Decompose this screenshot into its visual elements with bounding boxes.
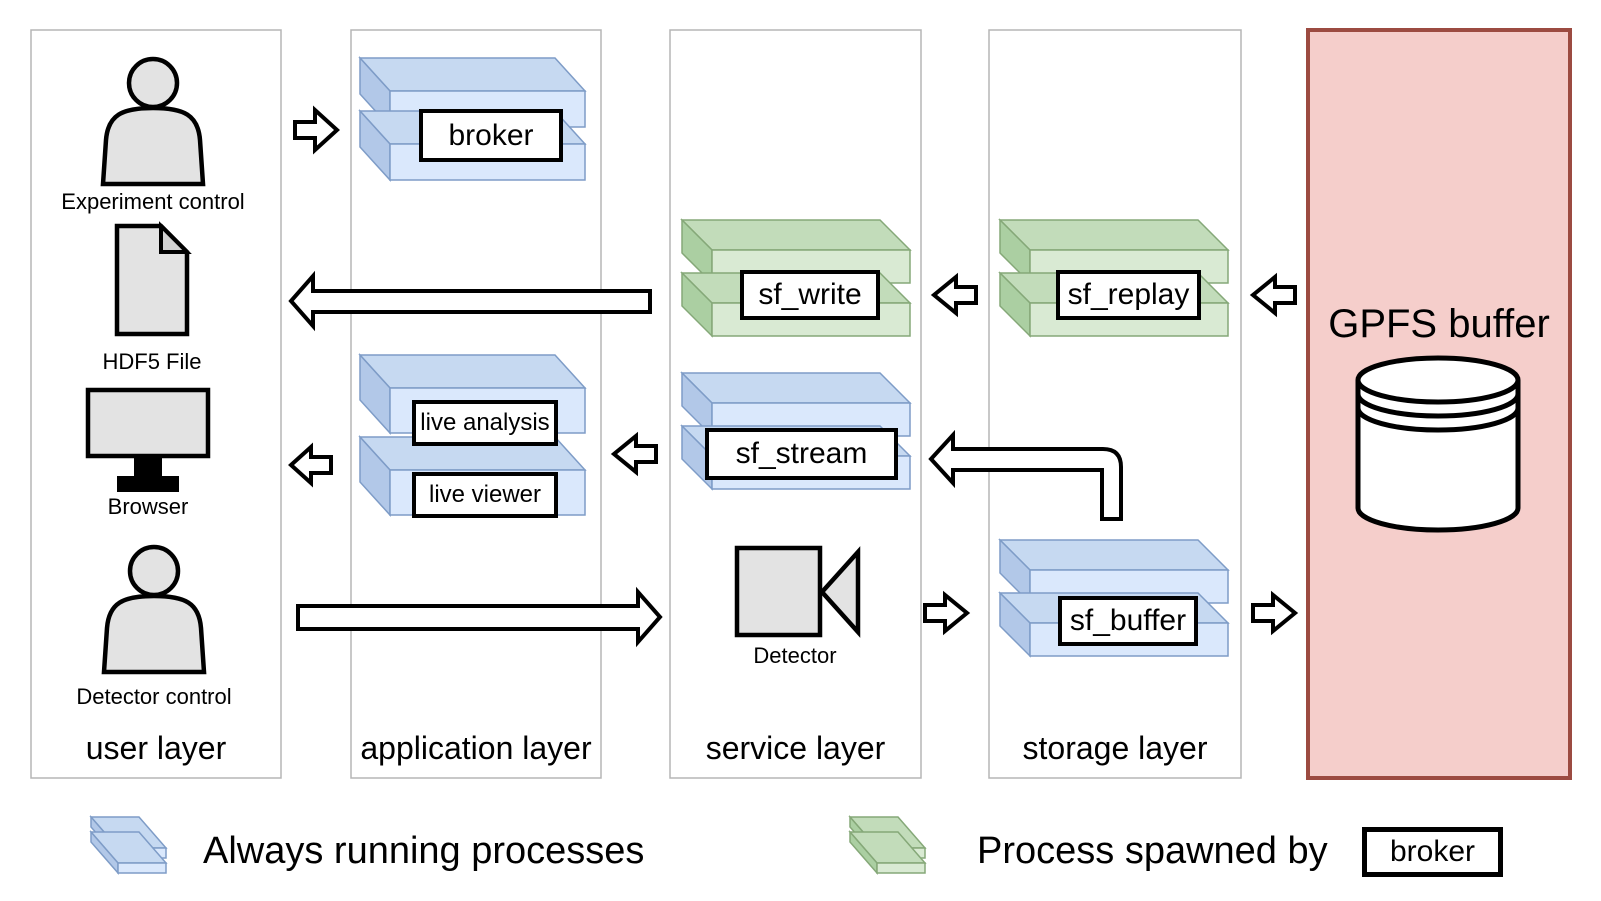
application-layer-title: application layer (360, 730, 592, 766)
arrow-live-to-browser (288, 442, 333, 488)
legend-process-spawned-label: Process spawned by (977, 830, 1328, 872)
arrow-gpfs-to-sfreplay (1249, 272, 1297, 318)
gpfs-database-cylinder-icon (1355, 355, 1521, 533)
sf-stream-node-label: sf_stream (705, 428, 898, 480)
hdf5-file-label: HDF5 File (102, 349, 202, 374)
user-layer-title: user layer (85, 730, 227, 766)
hdf5-file-icon (114, 221, 192, 337)
detector-camera-icon (734, 545, 861, 638)
arrow-sfstream-to-live (610, 431, 658, 477)
arrow-detectorcontrol-to-detector (296, 586, 663, 648)
browser-label: Browser (107, 494, 189, 519)
live-analysis-node-label: live analysis (412, 400, 558, 446)
legend-blue-stack-icon (89, 814, 168, 876)
sf-write-node-label: sf_write (740, 270, 880, 320)
sf-buffer-node-label: sf_buffer (1058, 596, 1198, 646)
user-layer-column (30, 29, 282, 779)
arrow-sfreplay-to-sfwrite (930, 272, 978, 318)
sf-replay-node-label: sf_replay (1056, 270, 1201, 320)
browser-monitor-icon (85, 387, 211, 492)
experiment-control-person-icon (100, 56, 206, 187)
arrow-sfbuffer-to-sfstream-bent (928, 429, 1123, 521)
experiment-control-label: Experiment control (61, 189, 245, 214)
live-viewer-node-label: live viewer (412, 472, 558, 518)
detector-control-person-icon (101, 544, 207, 675)
storage-layer-title: storage layer (1022, 730, 1208, 766)
application-layer-column (350, 29, 602, 779)
legend-green-stack-icon (848, 814, 927, 876)
storage-layer-column (988, 29, 1242, 779)
arrow-sfbuffer-to-gpfs (1251, 590, 1299, 636)
gpfs-buffer-title: GPFS buffer (1328, 302, 1550, 346)
service-layer-column (669, 29, 922, 779)
arrow-detector-to-sfbuffer (923, 590, 971, 636)
detector-control-label: Detector control (76, 684, 232, 709)
detector-label: Detector (753, 643, 837, 668)
legend-always-running-label: Always running processes (203, 830, 645, 872)
arrow-user-to-broker (293, 105, 340, 155)
service-layer-title: service layer (705, 730, 886, 766)
arrow-sfwrite-to-hdf5 (288, 270, 652, 332)
broker-node-label: broker (419, 109, 563, 162)
legend-broker-box: broker (1362, 827, 1503, 877)
